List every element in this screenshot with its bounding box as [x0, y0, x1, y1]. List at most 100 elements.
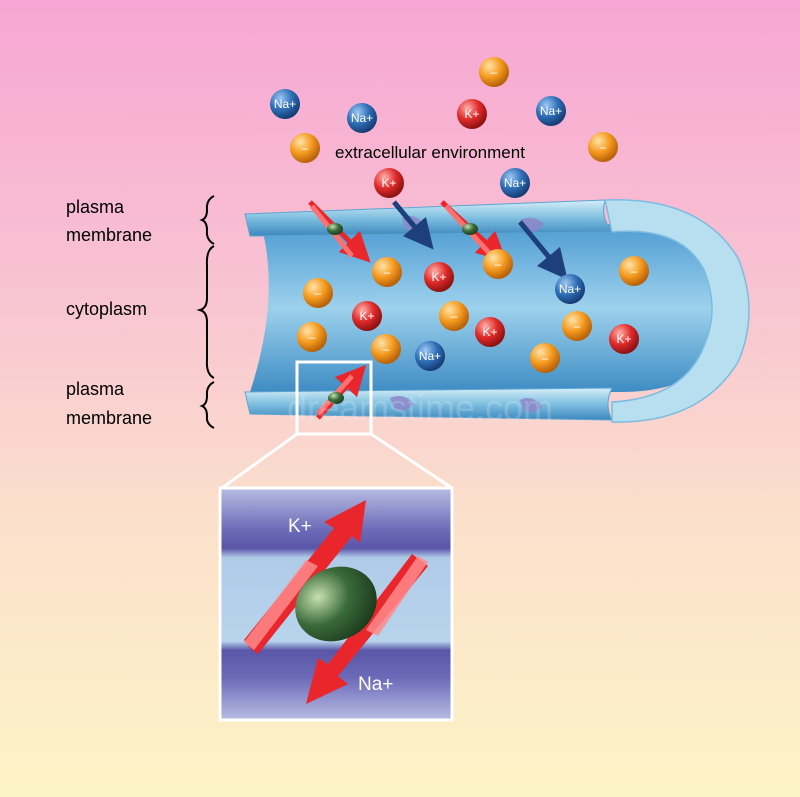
k-ion: K+ — [457, 99, 487, 129]
label-line: plasma — [66, 379, 125, 399]
ion-label: – — [309, 330, 316, 344]
na-channel-arrow — [392, 200, 434, 250]
ion-label: – — [600, 140, 607, 154]
ion-sphere — [424, 262, 454, 292]
ion-sphere — [374, 168, 404, 198]
zoom-line-right — [370, 432, 453, 490]
ion-label: – — [383, 342, 390, 356]
anion-ion: – — [371, 334, 401, 364]
ion-label: – — [302, 141, 309, 155]
pump-top-right — [440, 200, 508, 263]
zoom-pump-protein — [295, 566, 377, 642]
ion-sphere — [500, 168, 530, 198]
ion-label: K+ — [616, 332, 631, 346]
ion-label: Na+ — [504, 176, 526, 190]
na-ion: Na+ — [500, 168, 530, 198]
ion-sphere — [530, 343, 560, 373]
ion-sphere — [475, 317, 505, 347]
pump-top-left — [308, 200, 371, 263]
ion-label: – — [495, 257, 502, 271]
anion-ion: – — [562, 311, 592, 341]
ion-sphere — [290, 133, 320, 163]
na-channel-arrow — [518, 220, 568, 280]
zoom-selection-box — [295, 360, 373, 436]
ion-sphere — [372, 257, 402, 287]
ion-label: – — [451, 309, 458, 323]
anion-ion: – — [479, 57, 509, 87]
watermark: dreamstime.com — [287, 387, 553, 428]
ion-sphere — [457, 99, 487, 129]
ion-label: – — [631, 264, 638, 278]
zoom-k-label: K+ — [288, 516, 312, 537]
anion-ion: – — [619, 256, 649, 286]
label-line: membrane — [66, 408, 152, 428]
anion-ion: – — [588, 132, 618, 162]
zoom-panel: K+ Na+ — [218, 486, 454, 722]
anion-ion: – — [303, 278, 333, 308]
ion-sphere — [619, 256, 649, 286]
ion-sphere — [270, 89, 300, 119]
label-plasma-membrane-bottom: plasma membrane — [66, 379, 152, 428]
ion-sphere — [303, 278, 333, 308]
ion-label: K+ — [482, 325, 497, 339]
zoom-line-left — [221, 432, 298, 490]
ions-layer: Na+ Na+ K+ Na+ – – – K+ Na+ – K+ – – Na+ – K+ – K+ – K+ – – Na… — [270, 57, 649, 373]
k-ion: K+ — [475, 317, 505, 347]
anion-ion: – — [439, 301, 469, 331]
ion-sphere — [352, 301, 382, 331]
ion-label: – — [315, 286, 322, 300]
tube-end-ring — [604, 199, 750, 423]
label-line: membrane — [66, 225, 152, 245]
label-plasma-membrane-top: plasma membrane — [66, 197, 152, 245]
ion-sphere — [347, 103, 377, 133]
anion-ion: – — [290, 133, 320, 163]
ion-sphere — [297, 322, 327, 352]
ion-sphere — [536, 96, 566, 126]
ion-sphere — [483, 249, 513, 279]
ion-label: K+ — [431, 270, 446, 284]
ion-sphere — [588, 132, 618, 162]
tube-interior — [250, 224, 720, 392]
anion-ion: – — [372, 257, 402, 287]
k-ion: K+ — [352, 301, 382, 331]
ion-label: – — [384, 265, 391, 279]
ion-label: K+ — [464, 107, 479, 121]
ion-label: K+ — [359, 309, 374, 323]
membrane-top — [244, 199, 613, 237]
label-cytoplasm: cytoplasm — [66, 299, 147, 319]
zoom-na-arrow-tail — [366, 556, 428, 636]
anion-ion: – — [297, 322, 327, 352]
label-extracellular-environment: extracellular environment — [335, 143, 525, 162]
ion-sphere — [609, 324, 639, 354]
ion-label: Na+ — [419, 349, 441, 363]
zoom-k-arrow-tail — [244, 560, 318, 650]
pump-bottom — [316, 364, 367, 420]
pump-protein — [328, 392, 344, 404]
ion-label: K+ — [381, 176, 396, 190]
k-ion: K+ — [609, 324, 639, 354]
k-ion: K+ — [424, 262, 454, 292]
ion-label: Na+ — [559, 282, 581, 296]
ion-label: Na+ — [351, 111, 373, 125]
ion-label: Na+ — [540, 104, 562, 118]
ion-label: – — [542, 351, 549, 365]
ion-sphere — [479, 57, 509, 87]
na-ion: Na+ — [415, 341, 445, 371]
na-ion: Na+ — [536, 96, 566, 126]
ion-label: – — [491, 65, 498, 79]
label-line: plasma — [66, 197, 125, 217]
brace-bottom — [199, 381, 215, 429]
ion-label: Na+ — [274, 97, 296, 111]
brace-top — [199, 195, 215, 245]
ion-sphere — [562, 311, 592, 341]
brace-middle — [196, 245, 215, 379]
ion-sphere — [555, 274, 585, 304]
ion-label: – — [574, 319, 581, 333]
channel-shape — [520, 398, 542, 413]
anion-ion: – — [530, 343, 560, 373]
na-ion: Na+ — [270, 89, 300, 119]
anion-ion: – — [483, 249, 513, 279]
pump-protein — [462, 223, 478, 235]
ion-sphere — [439, 301, 469, 331]
